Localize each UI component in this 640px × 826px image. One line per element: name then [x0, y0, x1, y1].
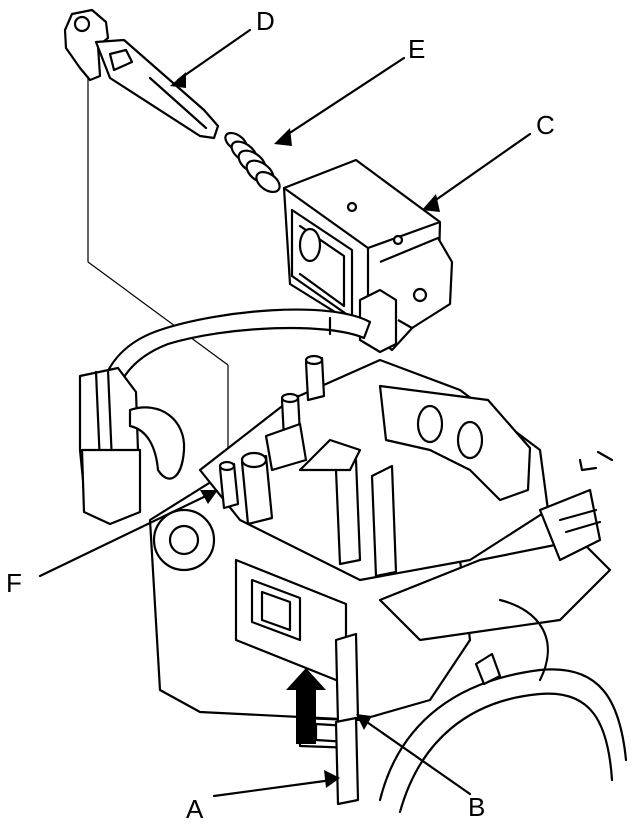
leader-b: [362, 718, 472, 796]
callout-label-c: C: [536, 110, 555, 140]
leader-e-arrowhead: [274, 128, 292, 146]
leader-a: [212, 778, 334, 798]
leader-b-arrowhead: [356, 714, 372, 730]
connector: [78, 366, 186, 526]
leader-d: [176, 28, 252, 82]
leader-a-arrowhead: [324, 770, 340, 788]
callout-label-b: B: [468, 792, 485, 822]
leader-f-arrowhead: [200, 490, 218, 504]
assembly-body: [148, 354, 628, 814]
callout-label-e: E: [408, 34, 425, 64]
spring-e: [224, 131, 281, 194]
wire-harness: [102, 308, 372, 386]
leader-c-arrowhead: [422, 194, 440, 212]
callout-label-d: D: [256, 6, 275, 36]
solenoid-c: [282, 158, 454, 354]
pin-d: [63, 8, 220, 140]
leader-d-arrowhead: [170, 72, 186, 88]
callout-leaders: [38, 28, 532, 798]
leader-e: [280, 56, 406, 140]
leader-f: [38, 492, 212, 578]
leader-c: [428, 132, 532, 206]
callout-label-f: F: [6, 568, 22, 598]
guide-lines: [87, 72, 229, 455]
callout-label-a: A: [186, 794, 204, 824]
